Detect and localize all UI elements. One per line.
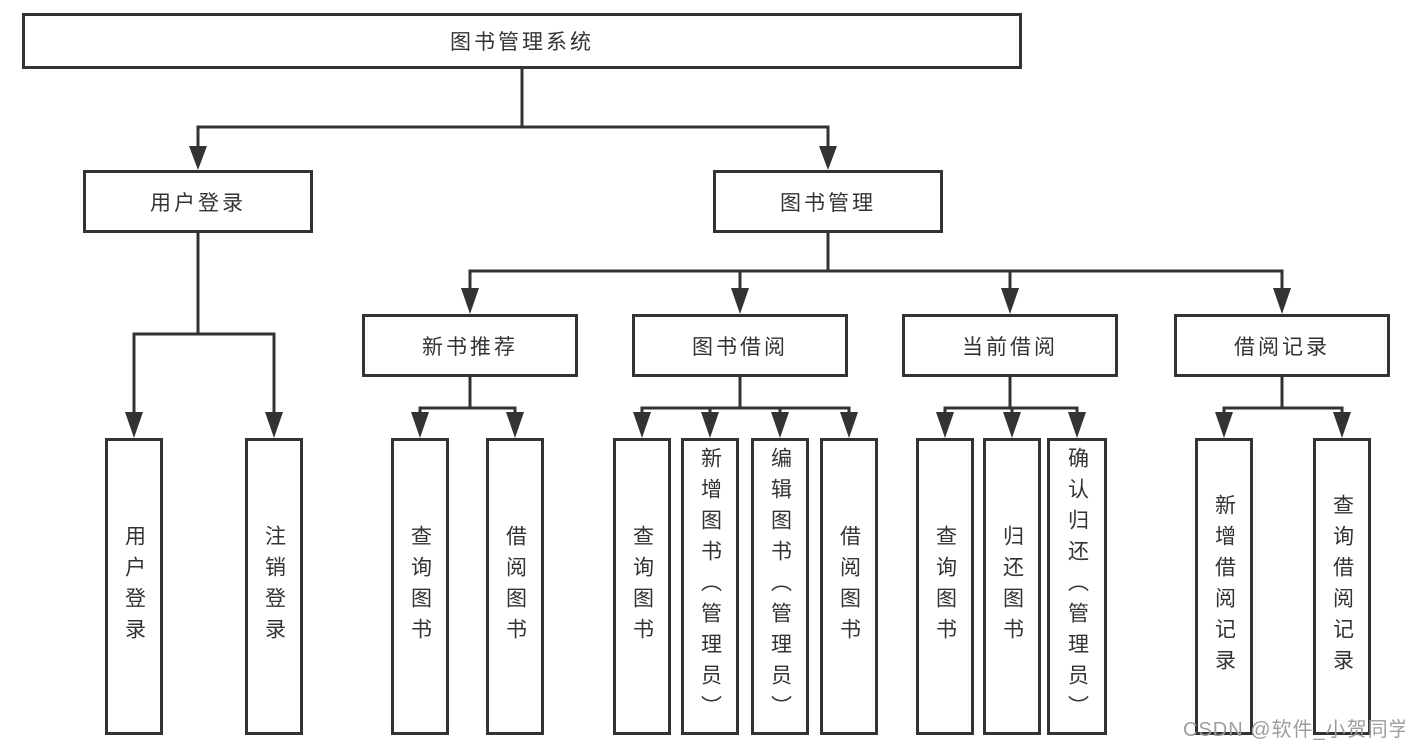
node-borrow-records: 借阅记录	[1174, 314, 1390, 377]
leaf-add-book-admin: 新增图书（管理员）	[681, 438, 739, 735]
node-current-borrow-label: 当前借阅	[962, 335, 1058, 359]
leaf-query-books-borrow-label: 查询图书	[630, 524, 654, 649]
leaf-add-borrow-record: 新增借阅记录	[1195, 438, 1253, 735]
leaf-borrow-books-recommend: 借阅图书	[486, 438, 544, 735]
leaf-logout: 注销登录	[245, 438, 303, 735]
leaf-query-books-current: 查询图书	[916, 438, 974, 735]
node-new-book-recommend: 新书推荐	[362, 314, 578, 377]
leaf-logout-label: 注销登录	[262, 524, 286, 649]
leaf-query-books-recommend-label: 查询图书	[408, 524, 432, 649]
watermark: CSDN @软件_小贺同学	[1183, 719, 1405, 741]
leaf-borrow-books-recommend-label: 借阅图书	[503, 524, 527, 649]
leaf-add-book-admin-label: 新增图书（管理员）	[698, 447, 722, 726]
leaf-edit-book-admin-label: 编辑图书（管理员）	[768, 447, 792, 726]
leaf-query-books-recommend: 查询图书	[391, 438, 449, 735]
leaf-borrow-books-label: 借阅图书	[837, 524, 861, 649]
connector-lines	[132, 69, 1344, 415]
node-new-book-recommend-label: 新书推荐	[422, 335, 518, 359]
leaf-query-books-current-label: 查询图书	[933, 524, 957, 649]
node-root: 图书管理系统	[22, 13, 1022, 69]
node-book-management-label: 图书管理	[780, 191, 876, 215]
leaf-query-books-borrow: 查询图书	[613, 438, 671, 735]
node-book-management: 图书管理	[713, 170, 943, 233]
leaf-query-borrow-record: 查询借阅记录	[1313, 438, 1371, 735]
node-book-borrow-label: 图书借阅	[692, 335, 788, 359]
leaf-add-borrow-record-label: 新增借阅记录	[1212, 493, 1236, 680]
leaf-edit-book-admin: 编辑图书（管理员）	[751, 438, 809, 735]
leaf-confirm-return-admin: 确认归还（管理员）	[1047, 438, 1107, 735]
leaf-query-borrow-record-label: 查询借阅记录	[1330, 493, 1354, 680]
arrowheads	[125, 146, 1351, 438]
leaf-confirm-return-admin-label: 确认归还（管理员）	[1065, 447, 1089, 726]
node-borrow-records-label: 借阅记录	[1234, 335, 1330, 359]
node-user-login-label: 用户登录	[150, 191, 246, 215]
leaf-user-login-label: 用户登录	[122, 524, 146, 649]
node-user-login: 用户登录	[83, 170, 313, 233]
node-current-borrow: 当前借阅	[902, 314, 1118, 377]
leaf-borrow-books: 借阅图书	[820, 438, 878, 735]
node-root-label: 图书管理系统	[450, 31, 594, 54]
node-book-borrow: 图书借阅	[632, 314, 848, 377]
leaf-return-book: 归还图书	[983, 438, 1041, 735]
leaf-return-book-label: 归还图书	[1000, 524, 1024, 649]
leaf-user-login: 用户登录	[105, 438, 163, 735]
